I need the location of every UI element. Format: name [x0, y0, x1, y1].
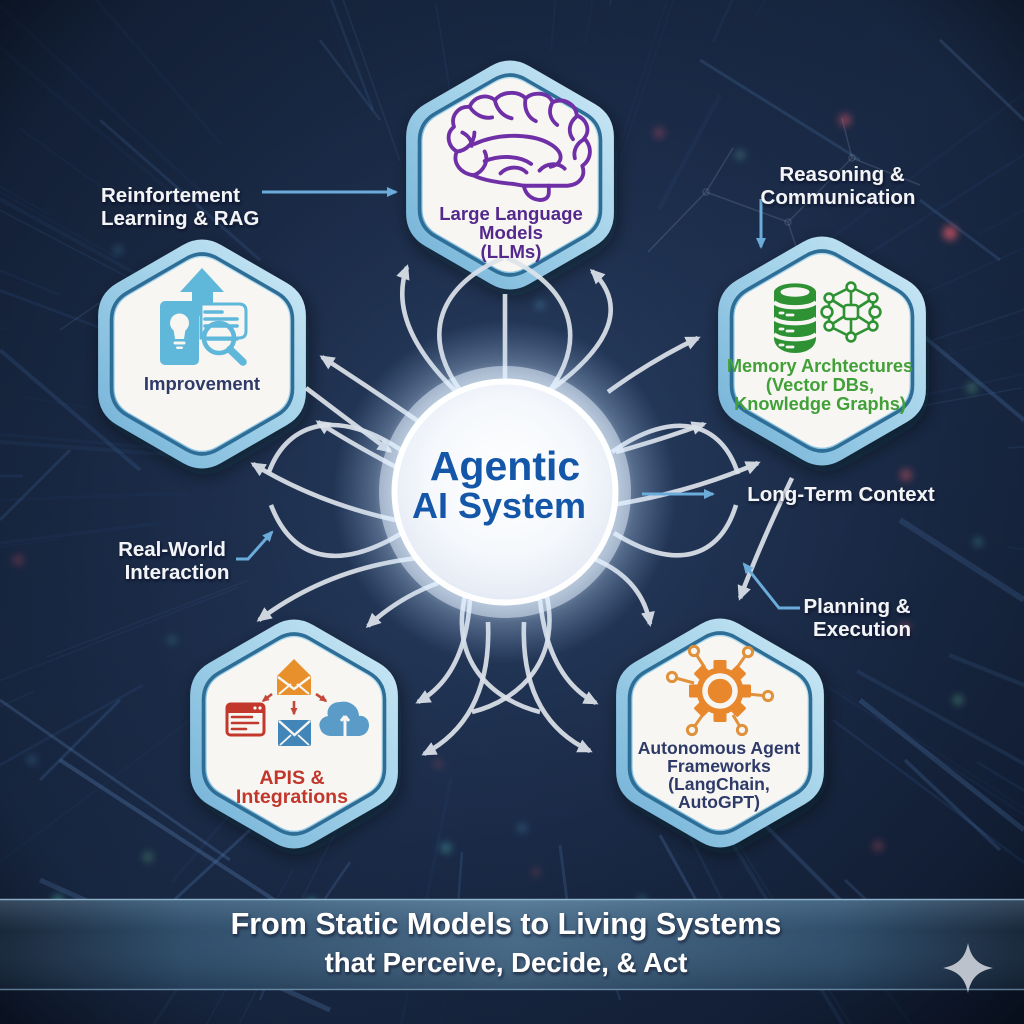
svg-text:(Vector DBs,: (Vector DBs,: [766, 375, 874, 395]
svg-text:Large Language: Large Language: [439, 203, 583, 224]
svg-text:Integrations: Integrations: [236, 786, 348, 808]
svg-text:Real-World: Real-World: [118, 538, 226, 561]
svg-text:Autonomous Agent: Autonomous Agent: [638, 738, 801, 758]
svg-text:Knowledge Graphs): Knowledge Graphs): [734, 394, 906, 414]
svg-text:Improvement: Improvement: [144, 373, 260, 394]
svg-text:AutoGPT): AutoGPT): [678, 792, 760, 812]
svg-text:Reinfortement: Reinfortement: [101, 184, 240, 207]
svg-text:Learning & RAG: Learning & RAG: [101, 207, 259, 230]
svg-text:Planning &: Planning &: [803, 595, 910, 618]
svg-text:(LangChain,: (LangChain,: [668, 774, 770, 794]
svg-text:that Perceive, Decide, & Act: that Perceive, Decide, & Act: [325, 947, 688, 978]
svg-text:Long-Term Context: Long-Term Context: [747, 483, 935, 506]
svg-text:Communication: Communication: [761, 186, 916, 209]
svg-text:Execution: Execution: [813, 618, 911, 641]
svg-text:Reasoning &: Reasoning &: [779, 163, 904, 186]
svg-text:Models: Models: [479, 222, 543, 243]
svg-text:Interaction: Interaction: [125, 561, 230, 584]
svg-text:(LLMs): (LLMs): [481, 241, 542, 262]
svg-text:From Static Models to Living S: From Static Models to Living Systems: [231, 907, 782, 941]
svg-text:Memory Archtectures: Memory Archtectures: [727, 356, 913, 376]
svg-text:AI System: AI System: [412, 485, 586, 526]
svg-text:Agentic: Agentic: [430, 443, 580, 489]
svg-text:APIS &: APIS &: [259, 767, 324, 789]
svg-text:Frameworks: Frameworks: [667, 756, 771, 776]
